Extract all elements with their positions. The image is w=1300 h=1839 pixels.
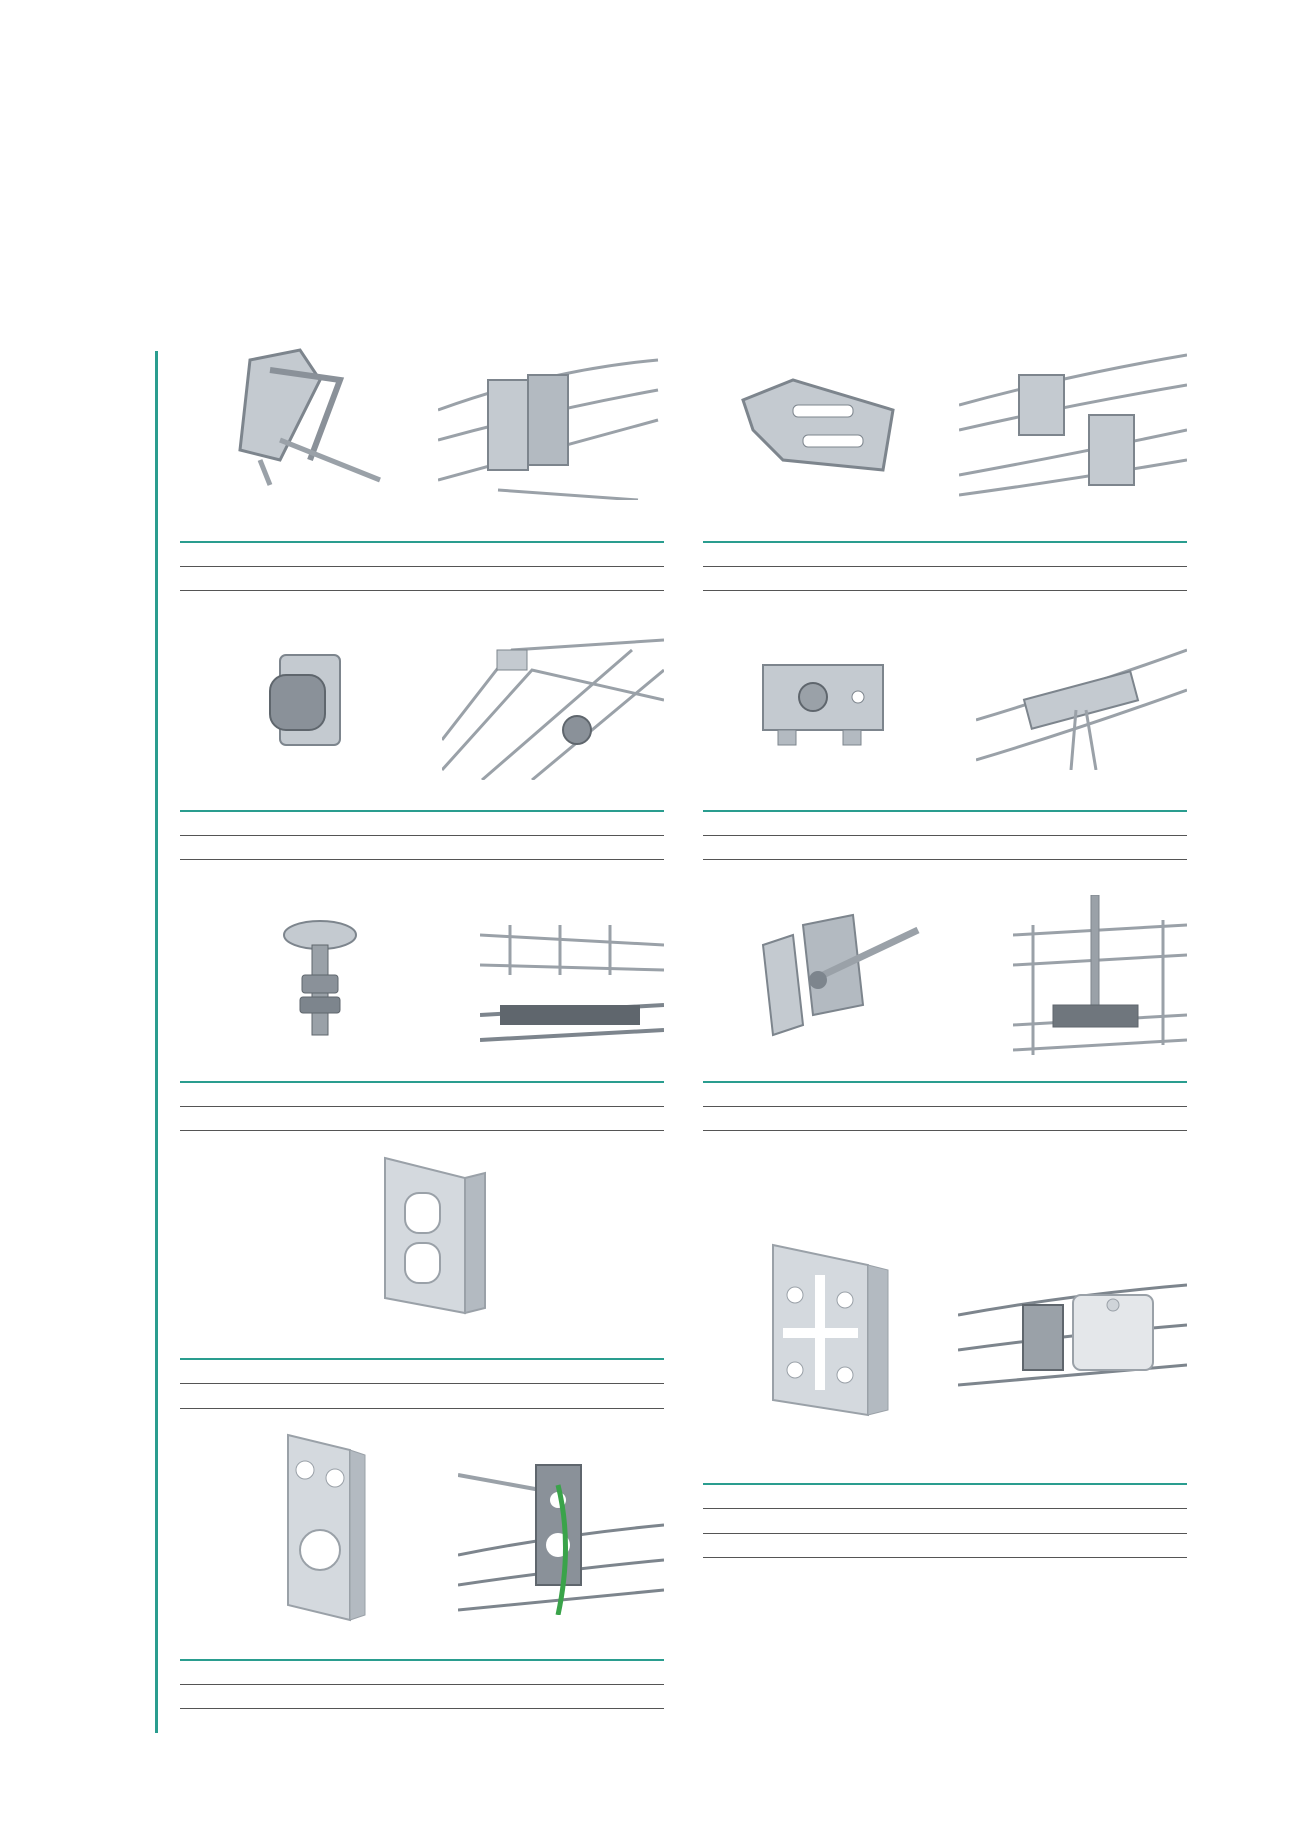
product-photo-threaded-rod-kit — [761, 913, 920, 1037]
table-row-rule — [703, 835, 1187, 836]
table-header-rule — [703, 541, 1187, 543]
table-row-rule — [180, 1708, 664, 1709]
table-header-rule — [703, 1081, 1187, 1083]
table-row-rule — [180, 1106, 664, 1107]
product-block-bolt-nut — [180, 880, 664, 1132]
product-photo-box-bracket — [772, 1243, 889, 1417]
table-row-rule — [703, 1130, 1187, 1131]
table-header-rule — [180, 810, 664, 812]
table-row-rule — [180, 566, 664, 567]
table-row-rule — [703, 590, 1187, 591]
table-row-rule — [703, 566, 1187, 567]
table-row-rule — [180, 1684, 664, 1685]
table-header-rule — [703, 1483, 1187, 1485]
installed-photo-splice-plate — [976, 648, 1187, 770]
table-header-rule — [703, 810, 1187, 812]
product-block-splice-plate — [703, 610, 1187, 860]
table-row-rule — [180, 1408, 664, 1409]
table-row-rule — [180, 1130, 664, 1131]
product-photo-mounting-bracket — [384, 1156, 486, 1315]
table-row-rule — [703, 1533, 1187, 1534]
table-row-rule — [703, 1106, 1187, 1107]
installed-photo-box-bracket — [958, 1283, 1187, 1387]
installed-photo-threaded-rod-kit — [1013, 895, 1187, 1055]
table-header-rule — [180, 1659, 664, 1661]
product-photo-clip-hook — [238, 348, 381, 486]
installed-photo-bolt-nut — [480, 925, 664, 1042]
table-row-rule — [180, 590, 664, 591]
product-photo-earthing-plate — [287, 1433, 366, 1622]
table-header-rule — [180, 1358, 664, 1360]
product-block-clip-hook — [180, 340, 664, 591]
table-row-rule — [180, 835, 664, 836]
section-accent-bar — [155, 351, 158, 1733]
table-header-rule — [180, 541, 664, 543]
table-row-rule — [180, 1383, 664, 1384]
product-block-button-clip — [180, 610, 664, 860]
product-block-mounting-bracket — [180, 1148, 664, 1410]
installed-photo-clip-hook — [438, 358, 659, 500]
table-row-rule — [703, 859, 1187, 860]
product-block-threaded-rod-kit — [703, 880, 1187, 1132]
table-row-rule — [703, 1557, 1187, 1558]
product-block-earthing-plate — [180, 1430, 664, 1710]
product-block-box-bracket — [703, 1235, 1187, 1559]
product-photo-clip-plate — [741, 378, 895, 472]
table-row-rule — [703, 1508, 1187, 1509]
product-photo-button-clip — [269, 654, 341, 746]
installed-photo-clip-plate — [959, 353, 1187, 497]
installed-photo-button-clip — [442, 638, 664, 780]
product-block-clip-plate — [703, 340, 1187, 591]
table-row-rule — [180, 859, 664, 860]
table-header-rule — [180, 1081, 664, 1083]
installed-photo-earthing-plate — [458, 1464, 664, 1615]
product-photo-splice-plate — [762, 664, 884, 746]
product-photo-bolt-nut — [283, 920, 357, 1036]
